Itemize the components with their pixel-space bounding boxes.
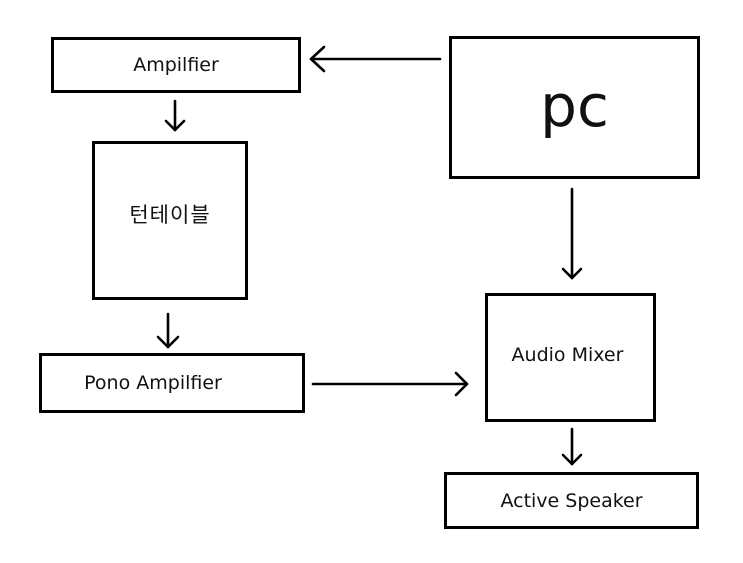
edge-audio-mixer-to-active-speaker bbox=[561, 427, 583, 466]
node-label-audio-mixer: Audio Mixer bbox=[511, 343, 624, 366]
node-label-pono-amplifier: Pono Ampilfier bbox=[84, 372, 222, 394]
node-label-turntable: 턴테이블 bbox=[129, 202, 211, 227]
node-pono-amplifier: Pono Ampilfier bbox=[39, 353, 305, 413]
edge-amplifier-to-turntable bbox=[164, 99, 186, 132]
node-pc: pc bbox=[449, 36, 700, 179]
edge-pono-amplifier-to-audio-mixer bbox=[311, 371, 469, 397]
node-audio-mixer: Audio Mixer bbox=[485, 293, 656, 422]
node-turntable: 턴테이블 bbox=[92, 141, 248, 300]
edge-pc-to-amplifier bbox=[309, 45, 442, 73]
edge-turntable-to-pono-amplifier bbox=[156, 312, 180, 349]
node-label-pc: pc bbox=[540, 71, 609, 140]
edge-pc-to-audio-mixer bbox=[561, 187, 583, 280]
node-label-active-speaker: Active Speaker bbox=[500, 489, 643, 512]
node-label-amplifier: Ampilfier bbox=[133, 54, 219, 76]
node-amplifier: Ampilfier bbox=[51, 37, 301, 93]
node-active-speaker: Active Speaker bbox=[444, 472, 699, 529]
